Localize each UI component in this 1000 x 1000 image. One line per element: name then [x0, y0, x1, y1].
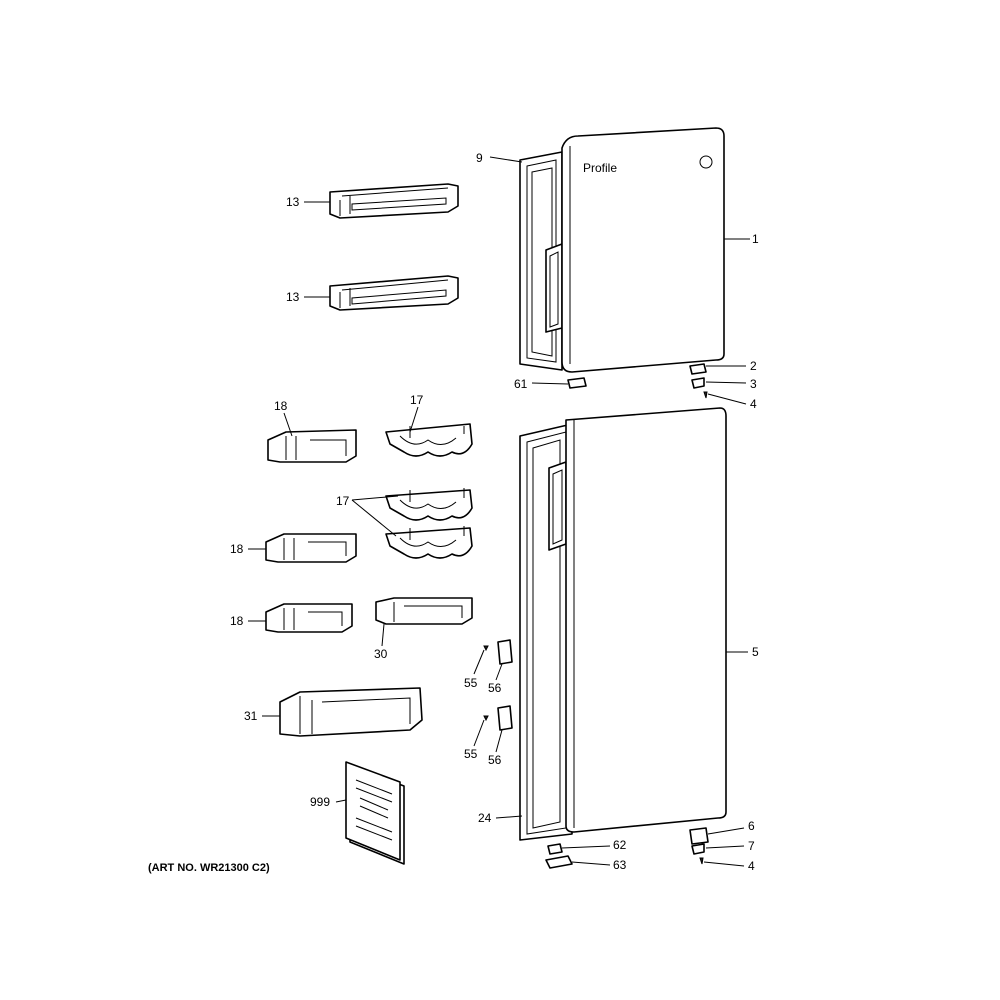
- callout-63: 63: [613, 858, 627, 872]
- callout-17-a: 17: [410, 393, 424, 407]
- hinge-part-61: [567, 377, 587, 389]
- callout-1: 1: [752, 232, 759, 246]
- callout-24: 24: [478, 811, 492, 825]
- callout-17-b: 17: [336, 494, 350, 508]
- clip-56-b: [497, 705, 513, 731]
- owner-manual-999: [345, 761, 405, 865]
- hinge-part-2: [689, 363, 707, 375]
- callout-labels: 9 1 2 3 4 61 13 13 18 17 17 18 18 30 31 …: [230, 151, 759, 873]
- callout-13-lower: 13: [286, 290, 300, 304]
- freezer-door-assembly: Profile: [519, 127, 725, 399]
- callout-56-b: 56: [488, 753, 502, 767]
- door-bin-31: [279, 687, 423, 737]
- hinge-screw-4-lower: [699, 857, 704, 865]
- can-rack-17-c: [385, 526, 473, 559]
- callout-4-upper: 4: [750, 397, 757, 411]
- door-bin-18-c: [265, 603, 353, 633]
- callout-7: 7: [748, 839, 755, 853]
- hinge-part-6: [689, 827, 709, 845]
- screw-55-b: [483, 715, 489, 722]
- callout-999: 999: [310, 795, 330, 809]
- callout-18-a: 18: [274, 399, 288, 413]
- callout-2: 2: [750, 359, 757, 373]
- callout-30: 30: [374, 647, 388, 661]
- door-logo: Profile: [583, 161, 617, 175]
- callout-55-b: 55: [464, 747, 478, 761]
- art-number: (ART NO. WR21300 C2): [148, 862, 270, 874]
- can-rack-17-a: [385, 423, 473, 457]
- hinge-part-7: [691, 843, 705, 855]
- door-bin-18-b: [265, 533, 357, 563]
- callout-18-c: 18: [230, 614, 244, 628]
- callout-61: 61: [514, 377, 528, 391]
- screw-55-a: [483, 645, 489, 652]
- callout-56-a: 56: [488, 681, 502, 695]
- door-bin-18-a: [267, 429, 357, 463]
- brand-badge-icon: [699, 155, 713, 169]
- can-rack-17-b: [385, 488, 473, 521]
- door-shelf-13-upper: [329, 183, 459, 219]
- callout-55-a: 55: [464, 676, 478, 690]
- leader-lines: [248, 156, 750, 867]
- hinge-part-3: [691, 377, 705, 389]
- callout-3: 3: [750, 377, 757, 391]
- callout-18-b: 18: [230, 542, 244, 556]
- hinge-screw-4: [703, 391, 708, 399]
- fresh-food-door-assembly: [519, 407, 727, 869]
- callout-31: 31: [244, 709, 258, 723]
- callout-62: 62: [613, 838, 627, 852]
- door-shelf-13-lower: [329, 275, 459, 311]
- hinge-part-62: [547, 843, 563, 855]
- callout-9: 9: [476, 151, 483, 165]
- callout-13-upper: 13: [286, 195, 300, 209]
- callout-5: 5: [752, 645, 759, 659]
- clip-56-a: [497, 639, 513, 665]
- door-bin-30: [375, 597, 473, 625]
- hinge-part-63: [545, 855, 573, 869]
- callout-6: 6: [748, 819, 755, 833]
- callout-4-lower: 4: [748, 859, 755, 873]
